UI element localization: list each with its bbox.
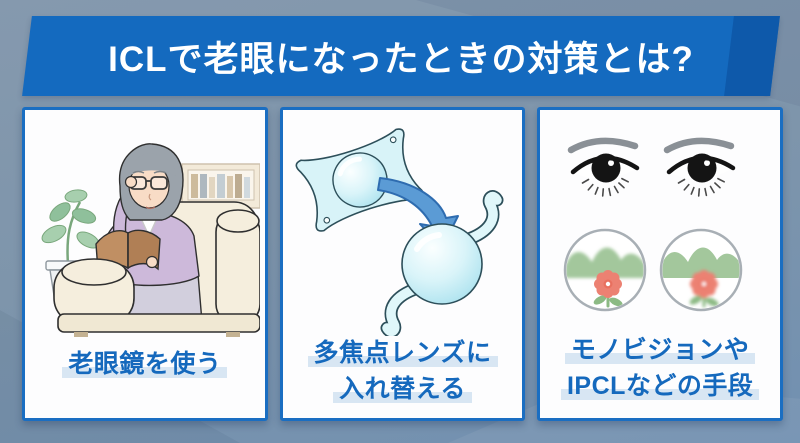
flower: [593, 270, 623, 308]
multifocal-iol-lens: [380, 190, 503, 336]
caption-line: 多焦点レンズに: [307, 339, 498, 367]
woman-reading: [95, 143, 203, 323]
page-title: ICLで老眼になったときの対策とは?: [108, 39, 694, 79]
lens-replacement-arrow-illustration: [295, 128, 503, 336]
card-caption: 老眼鏡を使う: [62, 347, 228, 383]
eyeglasses: [128, 176, 168, 190]
armchair-front: [53, 209, 260, 337]
card-caption: 多焦点レンズに 入れ替える: [307, 336, 498, 407]
caption-line: IPCLなどの手段: [560, 371, 760, 400]
icl-plate-lens: [295, 128, 424, 232]
caption-line: モノビジョンや: [564, 336, 756, 364]
caption-line: 老眼鏡を使う: [62, 349, 228, 378]
title-banner: ICLで老眼になったときの対策とは?: [22, 16, 780, 96]
right-eye-icon: [663, 137, 736, 197]
caption-line: 入れ替える: [333, 374, 472, 403]
bookshelf: [181, 163, 260, 209]
left-eye-icon: [567, 137, 640, 197]
flower: [689, 270, 719, 308]
card-monovision-or-ipcl: モノビジョンや IPCLなどの手段: [537, 107, 784, 421]
card-replace-with-multifocal-lens: 多焦点レンズに 入れ替える: [279, 107, 526, 421]
elderly-woman-reading-book-illustration: [41, 143, 260, 337]
monovision-eyes-focus-illustration: [563, 137, 743, 312]
near-focus-view: [563, 228, 647, 312]
card-caption: モノビジョンや IPCLなどの手段: [560, 333, 760, 404]
card-use-reading-glasses: 老眼鏡を使う: [22, 107, 268, 421]
far-focus-view: [659, 228, 743, 312]
option-cards-row: 老眼鏡を使う: [22, 107, 784, 421]
